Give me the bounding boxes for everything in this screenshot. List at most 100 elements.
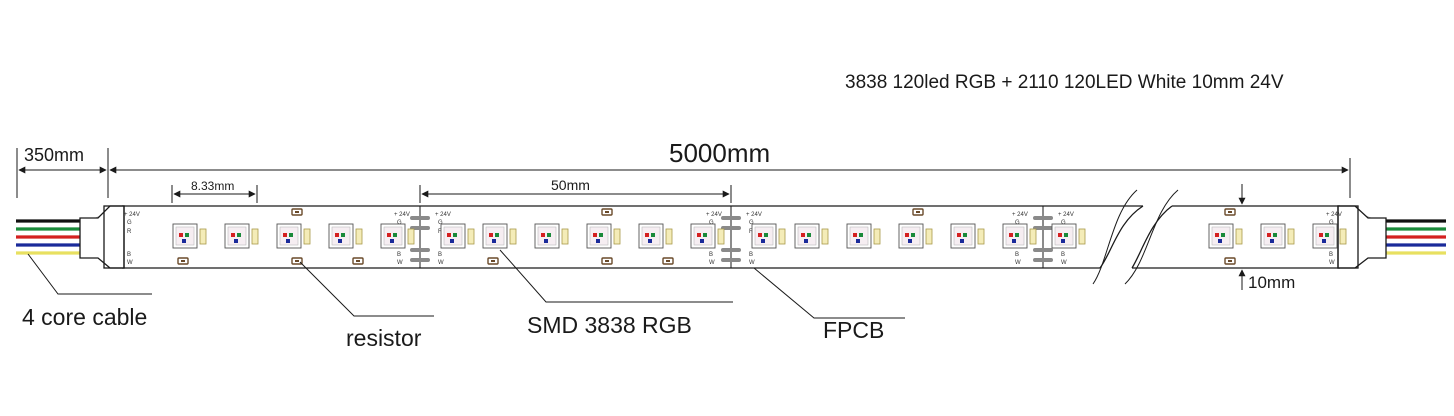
smd-3838-led	[690, 223, 716, 249]
pad-label-b: B	[397, 252, 401, 258]
resistor-row	[177, 208, 1236, 265]
total-length-dimension	[109, 158, 1351, 198]
pad-label-g: G	[438, 220, 443, 226]
pad-label-voltage: + 24V	[124, 212, 140, 218]
pad-label-b: B	[1329, 252, 1333, 258]
solder-pad	[1033, 226, 1053, 230]
white-2110-led	[407, 228, 415, 245]
white-2110-led	[925, 228, 933, 245]
smd-3838-led	[482, 223, 508, 249]
pad-label-w: W	[397, 260, 403, 266]
resistor	[601, 208, 613, 216]
cut-section-dimension	[419, 185, 732, 203]
led-row	[172, 223, 1347, 249]
resistor	[352, 257, 364, 265]
pad-label-b: B	[438, 252, 442, 258]
pad-label-voltage: + 24V	[394, 212, 410, 218]
pad-label-w: W	[749, 260, 755, 266]
pad-label-b: B	[1015, 252, 1019, 258]
pad-label-voltage: + 24V	[746, 212, 762, 218]
left-connector	[79, 205, 125, 269]
white-2110-led	[778, 228, 786, 245]
pad-label-voltage: + 24V	[1326, 212, 1342, 218]
resistor	[487, 257, 499, 265]
white-2110-led	[467, 228, 475, 245]
smd-3838-led	[638, 223, 664, 249]
pad-label-g: G	[397, 220, 402, 226]
smd-3838-led	[172, 223, 198, 249]
white-2110-led	[355, 228, 363, 245]
pad-label-b: B	[127, 252, 131, 258]
white-2110-led	[1287, 228, 1295, 245]
white-2110-led	[665, 228, 673, 245]
smd-3838-led	[380, 223, 406, 249]
pcb-callout: FPCB	[823, 317, 884, 343]
diagram-title: 3838 120led RGB + 2110 120LED White 10mm…	[845, 72, 1284, 93]
white-2110-led	[873, 228, 881, 245]
pad-label-voltage: + 24V	[1012, 212, 1028, 218]
resistor	[912, 208, 924, 216]
lead-length-dimension	[16, 148, 109, 198]
total-length-label: 5000mm	[669, 138, 770, 168]
smd-3838-led	[950, 223, 976, 249]
led-pitch-dimension	[171, 185, 258, 203]
pad-label-b: B	[749, 252, 753, 258]
smd-3838-led	[1051, 223, 1077, 249]
solder-pad	[1033, 258, 1053, 262]
pad-label-w: W	[438, 260, 444, 266]
smd-3838-led	[846, 223, 872, 249]
resistor	[291, 208, 303, 216]
white-2110-led	[561, 228, 569, 245]
pad-label-b: B	[1061, 252, 1065, 258]
pad-label-w: W	[1329, 260, 1335, 266]
pad-label-b: B	[709, 252, 713, 258]
resistor-callout: resistor	[346, 325, 422, 351]
cut-section-label: 50mm	[551, 177, 590, 193]
smd-3838-led	[1002, 223, 1028, 249]
solder-pad	[721, 258, 741, 262]
white-2110-led	[303, 228, 311, 245]
pad-label-g: G	[709, 220, 714, 226]
white-2110-led	[1029, 228, 1037, 245]
solder-pad	[721, 248, 741, 252]
smd-3838-led	[276, 223, 302, 249]
lead-length-label: 350mm	[24, 145, 84, 165]
smd-3838-led	[534, 223, 560, 249]
white-2110-led	[509, 228, 517, 245]
right-connector	[1337, 205, 1387, 269]
pad-label-g: G	[749, 220, 754, 226]
resistor	[1224, 208, 1236, 216]
pad-label-r: R	[438, 229, 443, 235]
solder-pad	[1033, 216, 1053, 220]
smd-3838-led	[1260, 223, 1286, 249]
resistor	[601, 257, 613, 265]
solder-pad	[410, 216, 430, 220]
pad-label-g: G	[1061, 220, 1066, 226]
fpcb-strip	[122, 189, 1340, 285]
pad-label-w: W	[709, 260, 715, 266]
smd-3838-led	[898, 223, 924, 249]
solder-pad	[410, 248, 430, 252]
white-2110-led	[1078, 228, 1086, 245]
solder-pad	[410, 226, 430, 230]
pad-label-r: R	[127, 229, 132, 235]
pad-label-w: W	[1015, 260, 1021, 266]
resistor	[177, 257, 189, 265]
white-2110-led	[199, 228, 207, 245]
white-2110-led	[1235, 228, 1243, 245]
smd-3838-led	[751, 223, 777, 249]
smd-3838-led	[1312, 223, 1338, 249]
solder-pad	[410, 258, 430, 262]
resistor	[662, 257, 674, 265]
smd-3838-led	[328, 223, 354, 249]
pad-label-g: G	[1015, 220, 1020, 226]
pad-label-g: G	[1329, 220, 1334, 226]
led-pitch-label: 8.33mm	[191, 179, 234, 193]
white-2110-led	[613, 228, 621, 245]
pad-label-voltage: + 24V	[435, 212, 451, 218]
white-2110-led	[977, 228, 985, 245]
pad-label-w: W	[127, 260, 133, 266]
pad-label-r: R	[749, 229, 754, 235]
